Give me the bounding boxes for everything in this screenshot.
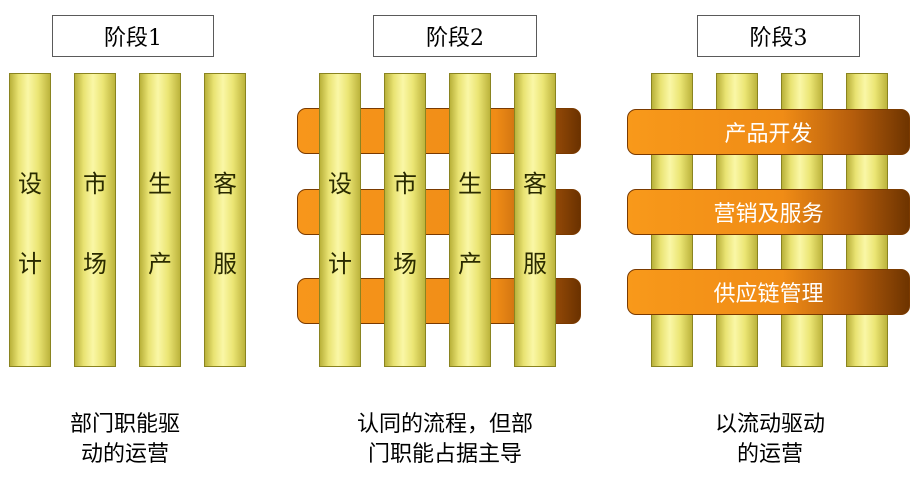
pillar-char-top: 市 (393, 170, 417, 198)
pillar-char-top: 客 (213, 170, 237, 198)
band-label: 供应链管理 (713, 282, 824, 307)
band-label: 产品开发 (724, 122, 813, 147)
stage-1-caption: 部门职能驱 动的运营 (30, 410, 220, 470)
caption-line: 部门职能驱 (69, 412, 180, 437)
stage-3-label: 阶段3 (697, 15, 860, 57)
stage-1-label: 阶段1 (52, 15, 214, 57)
pillar-char-top: 生 (458, 170, 482, 198)
stage-2-pillar-service: 客 服 (514, 73, 556, 367)
pillar-char-bottom: 服 (523, 250, 547, 278)
pillar-char-bottom: 场 (83, 250, 107, 278)
stage-2-caption: 认同的流程，但部 门职能占据主导 (335, 410, 555, 470)
stage-3-band-marketing-service: 营销及服务 (627, 189, 910, 235)
pillar-char-bottom: 产 (458, 250, 482, 278)
stage-2-pillar-design: 设 计 (319, 73, 361, 367)
pillar-char-bottom: 计 (328, 250, 352, 278)
pillar-char-top: 设 (328, 170, 352, 198)
band-label: 营销及服务 (713, 202, 824, 227)
pillar-char-top: 生 (148, 170, 172, 198)
stage-1-pillar-production: 生 产 (139, 73, 181, 367)
stage-3-caption: 以流动驱动 的运营 (680, 410, 860, 470)
stage-2-pillar-production: 生 产 (449, 73, 491, 367)
stage-1-pillar-service: 客 服 (204, 73, 246, 367)
pillar-char-bottom: 服 (213, 250, 237, 278)
pillar-char-top: 设 (18, 170, 42, 198)
stage-1-pillar-design: 设 计 (9, 73, 51, 367)
caption-line: 动的运营 (80, 442, 169, 467)
stage-3-band-supply-chain: 供应链管理 (627, 269, 910, 315)
pillar-char-top: 客 (523, 170, 547, 198)
pillar-char-bottom: 计 (18, 250, 42, 278)
stage-2-label-text: 阶段2 (426, 26, 484, 51)
pillar-char-bottom: 产 (148, 250, 172, 278)
stage-2-pillar-market: 市 场 (384, 73, 426, 367)
caption-line: 以流动驱动 (714, 412, 825, 437)
stage-2-label: 阶段2 (373, 15, 537, 57)
stage-3-band-product-development: 产品开发 (627, 109, 910, 155)
caption-line: 认同的流程，但部 (356, 412, 533, 437)
pillar-char-bottom: 场 (393, 250, 417, 278)
pillar-char-top: 市 (83, 170, 107, 198)
caption-line: 的运营 (736, 442, 803, 467)
stage-1-pillar-market: 市 场 (74, 73, 116, 367)
stage-3-label-text: 阶段3 (749, 26, 808, 51)
caption-line: 门职能占据主导 (367, 442, 522, 467)
stage-1-label-text: 阶段1 (104, 26, 162, 51)
